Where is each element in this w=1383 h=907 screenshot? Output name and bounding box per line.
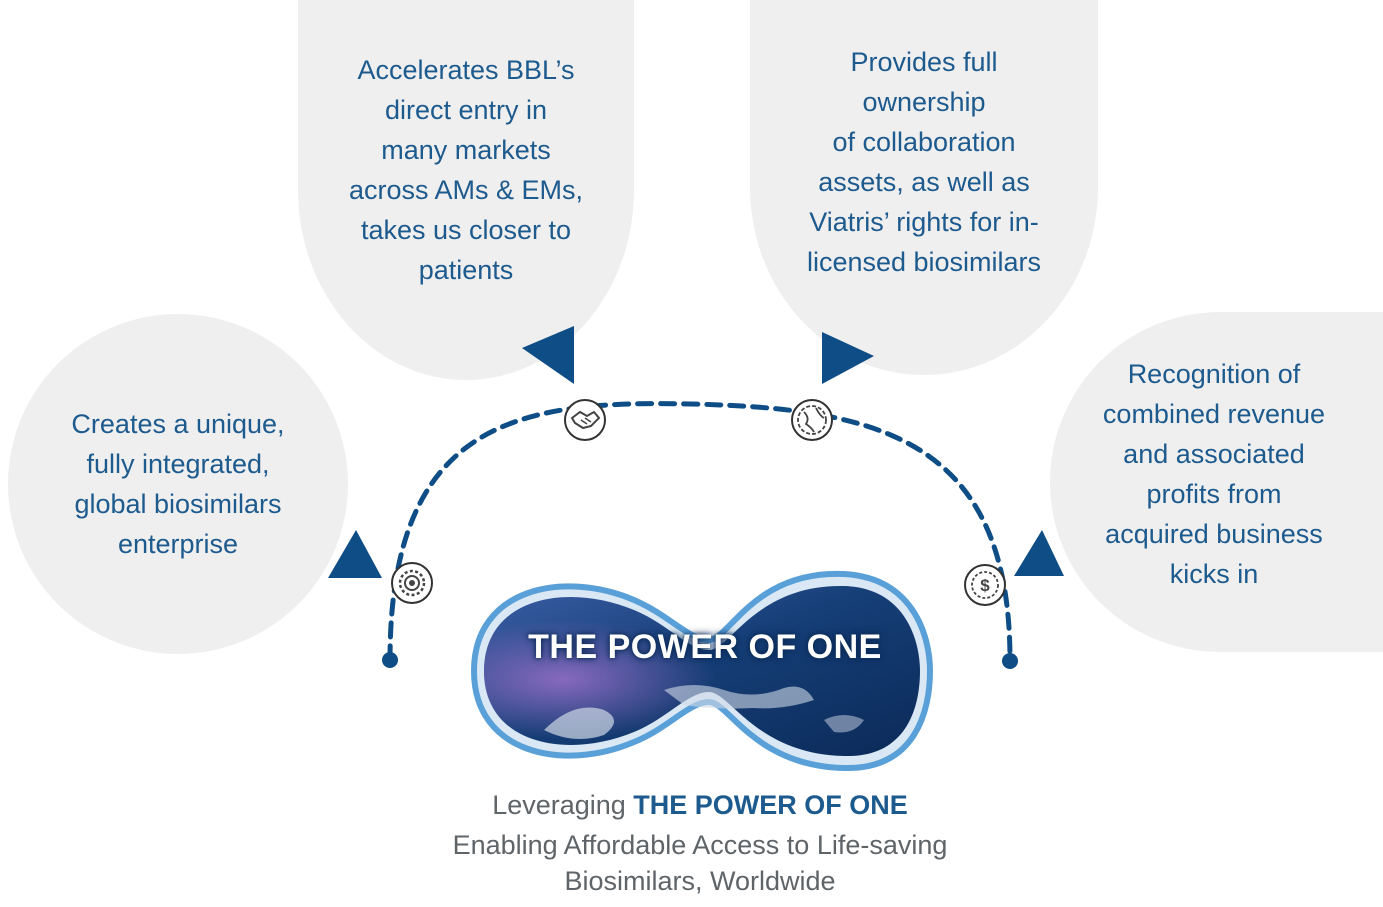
caption-prefix: Leveraging: [492, 790, 634, 820]
benefit-text-top-right: Provides full ownership of collaboration…: [806, 46, 1042, 277]
benefit-circle-top-right: Provides full ownership of collaboration…: [750, 0, 1098, 375]
caption-highlight: THE POWER OF ONE: [633, 790, 908, 820]
handshake-icon: [564, 399, 606, 441]
logo-title: THE POWER OF ONE: [528, 628, 882, 666]
arc-end-dot-right: [1002, 653, 1018, 669]
dollar-icon: $: [964, 564, 1006, 606]
benefit-circle-top-left: Accelerates BBL’s direct entry in many m…: [298, 0, 634, 380]
gear-icon: [391, 562, 433, 604]
arrow-right: [1014, 530, 1064, 576]
benefit-circle-left: Creates a unique, fully integrated, glob…: [8, 314, 348, 654]
caption-line-2: Enabling Affordable Access to Life-savin…: [452, 830, 948, 860]
caption-line-3: Biosimilars, Worldwide: [564, 866, 836, 896]
benefit-text-left: Creates a unique, fully integrated, glob…: [71, 409, 285, 559]
caption-line-1: Leveraging THE POWER OF ONE: [380, 790, 1020, 821]
arc-end-dot-left: [382, 652, 398, 668]
globe-icon: [791, 399, 833, 441]
arrow-left: [328, 530, 382, 578]
power-of-one-logo: [470, 570, 934, 772]
svg-text:$: $: [980, 576, 990, 595]
dashed-arc: [387, 401, 1013, 663]
benefit-text-top-left: Accelerates BBL’s direct entry in many m…: [348, 55, 584, 285]
arrow-top-right: [822, 332, 874, 384]
benefit-text-right: Recognition of combined revenue and asso…: [1102, 359, 1326, 589]
benefit-circle-right: Recognition of combined revenue and asso…: [1050, 312, 1383, 652]
arrow-top-left: [522, 326, 574, 384]
